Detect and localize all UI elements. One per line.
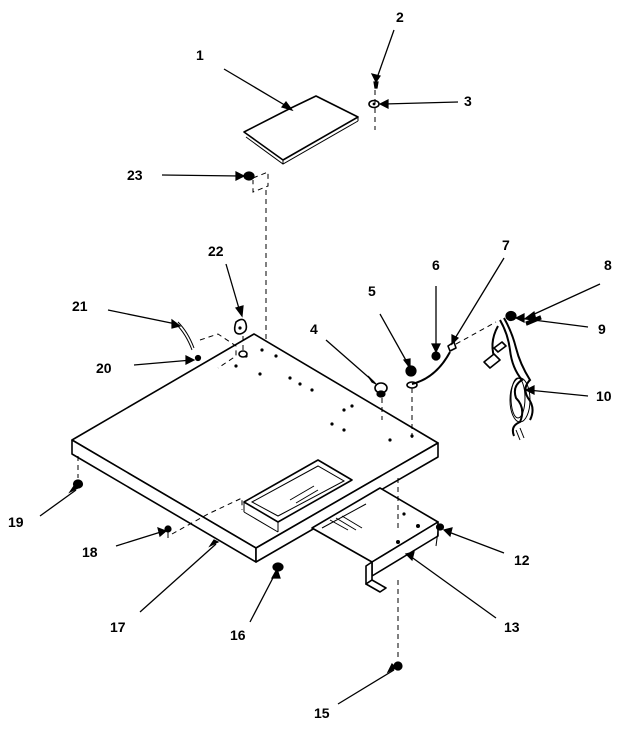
- callout-5: 5: [368, 283, 376, 299]
- clamp-washer: [238, 350, 248, 358]
- callout-8: 8: [604, 257, 612, 273]
- callout-22: 22: [208, 243, 224, 259]
- callout-labels: 1 2 3 4 5 6 7 8 9 10 12 13 15 16 17 18 1…: [8, 9, 612, 721]
- callout-9: 9: [598, 321, 606, 337]
- cover-plate: [243, 95, 359, 165]
- strain-relief: [405, 365, 418, 389]
- callout-19: 19: [8, 514, 24, 530]
- callout-17: 17: [110, 619, 126, 635]
- lower-bracket: [311, 487, 439, 593]
- cover-washer: [368, 99, 380, 109]
- cord-bushing: [505, 310, 517, 322]
- rubber-foot: [272, 562, 284, 572]
- callout-2: 2: [396, 9, 404, 25]
- callout-23: 23: [127, 167, 143, 183]
- cable-clamp: [233, 318, 248, 335]
- power-cord: [483, 317, 534, 441]
- callout-1: 1: [196, 47, 204, 63]
- callout-12: 12: [514, 552, 530, 568]
- callout-7: 7: [502, 237, 510, 253]
- bracket-screw: [435, 523, 445, 547]
- clamp-screw: [194, 354, 202, 362]
- callout-6: 6: [432, 257, 440, 273]
- callout-21: 21: [72, 298, 88, 314]
- callout-18: 18: [82, 544, 98, 560]
- callout-16: 16: [230, 627, 246, 643]
- callout-10: 10: [596, 388, 612, 404]
- wire-lead: [411, 351, 451, 385]
- base-grommet: [374, 382, 388, 398]
- callout-3: 3: [464, 93, 472, 109]
- callout-13: 13: [504, 619, 520, 635]
- side-screw: [164, 525, 172, 538]
- leader-lines: [39, 29, 601, 705]
- callout-4: 4: [310, 321, 318, 337]
- cover-retaining-screw: [243, 171, 255, 181]
- callout-20: 20: [96, 360, 112, 376]
- base-plate: [71, 333, 439, 563]
- callout-15: 15: [314, 705, 330, 721]
- arrowheads: [68, 73, 537, 674]
